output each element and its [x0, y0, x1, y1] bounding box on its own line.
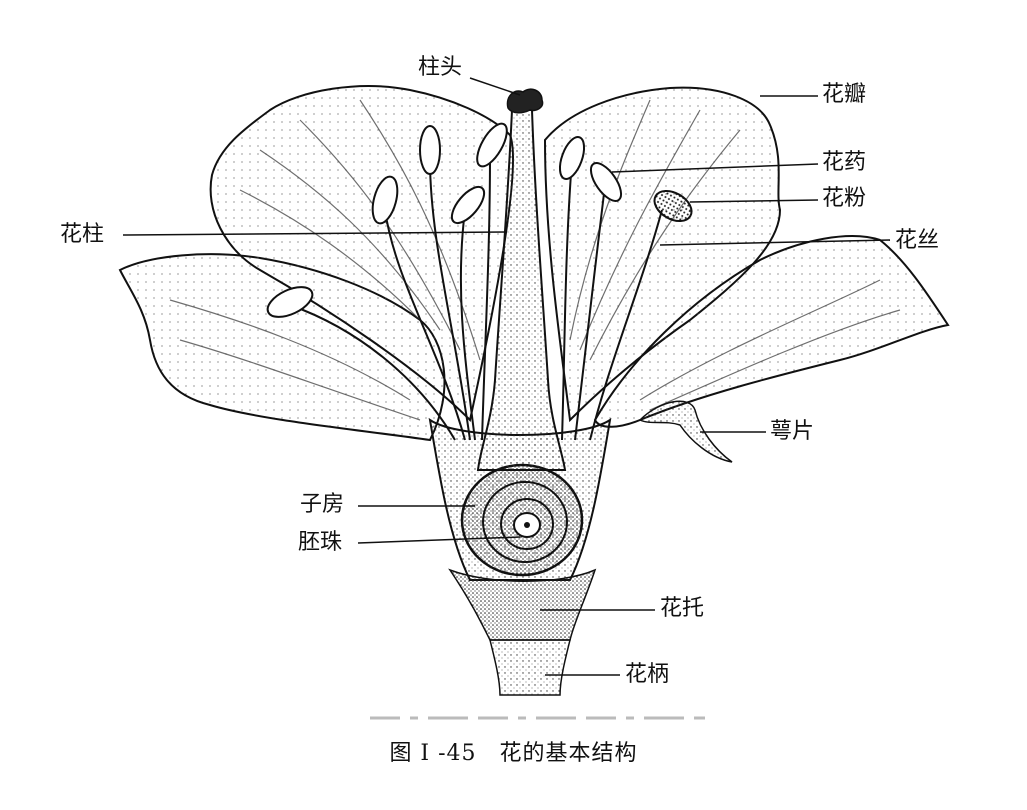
leader-style — [122, 231, 506, 236]
label-pedicel: 花柄 — [625, 662, 670, 687]
pollen-anther — [653, 189, 693, 223]
label-petal: 花瓣 — [822, 82, 867, 107]
label-pollen: 花粉 — [822, 186, 867, 211]
label-ovule: 胚珠 — [298, 530, 343, 555]
ovule-center — [524, 522, 530, 528]
leader-filament — [659, 239, 891, 246]
label-anther: 花药 — [822, 150, 867, 175]
label-style: 花柱 — [60, 222, 105, 247]
leader-stigma — [469, 77, 521, 96]
label-sepal: 萼片 — [770, 419, 815, 444]
style — [476, 109, 567, 471]
label-ovary: 子房 — [300, 492, 345, 517]
filaments — [289, 154, 663, 441]
leader-anther — [611, 163, 819, 173]
ovary-inner-ring-1 — [482, 481, 568, 563]
petal-veins — [169, 99, 901, 421]
pedicel — [489, 639, 571, 696]
leader-pollen — [689, 199, 819, 203]
figure-caption: 图 I -45 花的基本结构 — [389, 741, 638, 766]
stigma — [506, 88, 544, 114]
receptacle — [448, 568, 597, 641]
ovary-inner-ring-2 — [500, 498, 554, 550]
sepal — [638, 400, 733, 463]
label-receptacle: 花托 — [660, 596, 705, 621]
leader-lines — [122, 77, 891, 676]
leader-ovule — [357, 536, 521, 544]
anthers — [266, 122, 623, 318]
label-filament: 花丝 — [895, 228, 940, 253]
label-stigma: 柱头 — [418, 55, 463, 80]
